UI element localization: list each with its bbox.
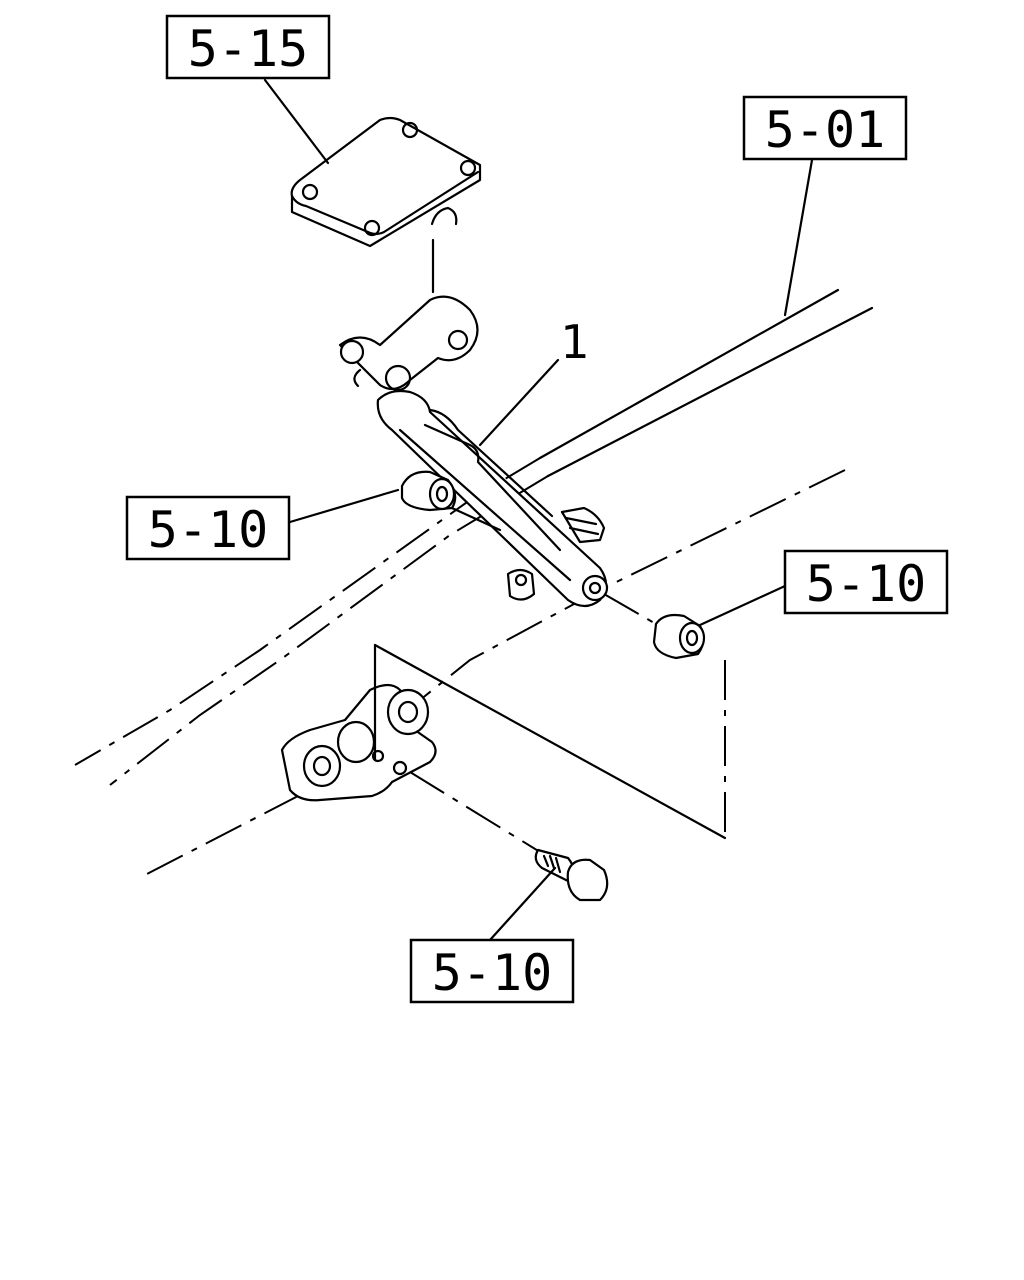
callout-5-10-bolt-text: 5-10 (432, 944, 552, 1002)
frame-bracket (280, 683, 437, 802)
bushing-right (603, 593, 706, 660)
callout-5-01-text: 5-01 (765, 101, 885, 159)
assembly-lines (373, 643, 727, 853)
mounting-plate (290, 116, 482, 294)
callout-5-10-bolt[interactable]: 5-10 (409, 938, 575, 1004)
bushing-left (400, 470, 502, 532)
callout-5-10-right[interactable]: 5-10 (783, 549, 949, 615)
leader-lines (263, 78, 814, 942)
callout-5-10-left-text: 5-10 (148, 501, 268, 559)
link-assembly (338, 295, 609, 608)
part-number-label: 1 (560, 315, 589, 369)
callout-5-15-text: 5-15 (188, 20, 308, 78)
callout-5-10-left[interactable]: 5-10 (125, 495, 291, 561)
frame-rail (74, 288, 874, 876)
callout-5-15[interactable]: 5-15 (165, 14, 331, 80)
bolt (534, 848, 609, 902)
callout-5-01[interactable]: 5-01 (742, 95, 908, 161)
callout-5-10-right-text: 5-10 (806, 555, 926, 613)
